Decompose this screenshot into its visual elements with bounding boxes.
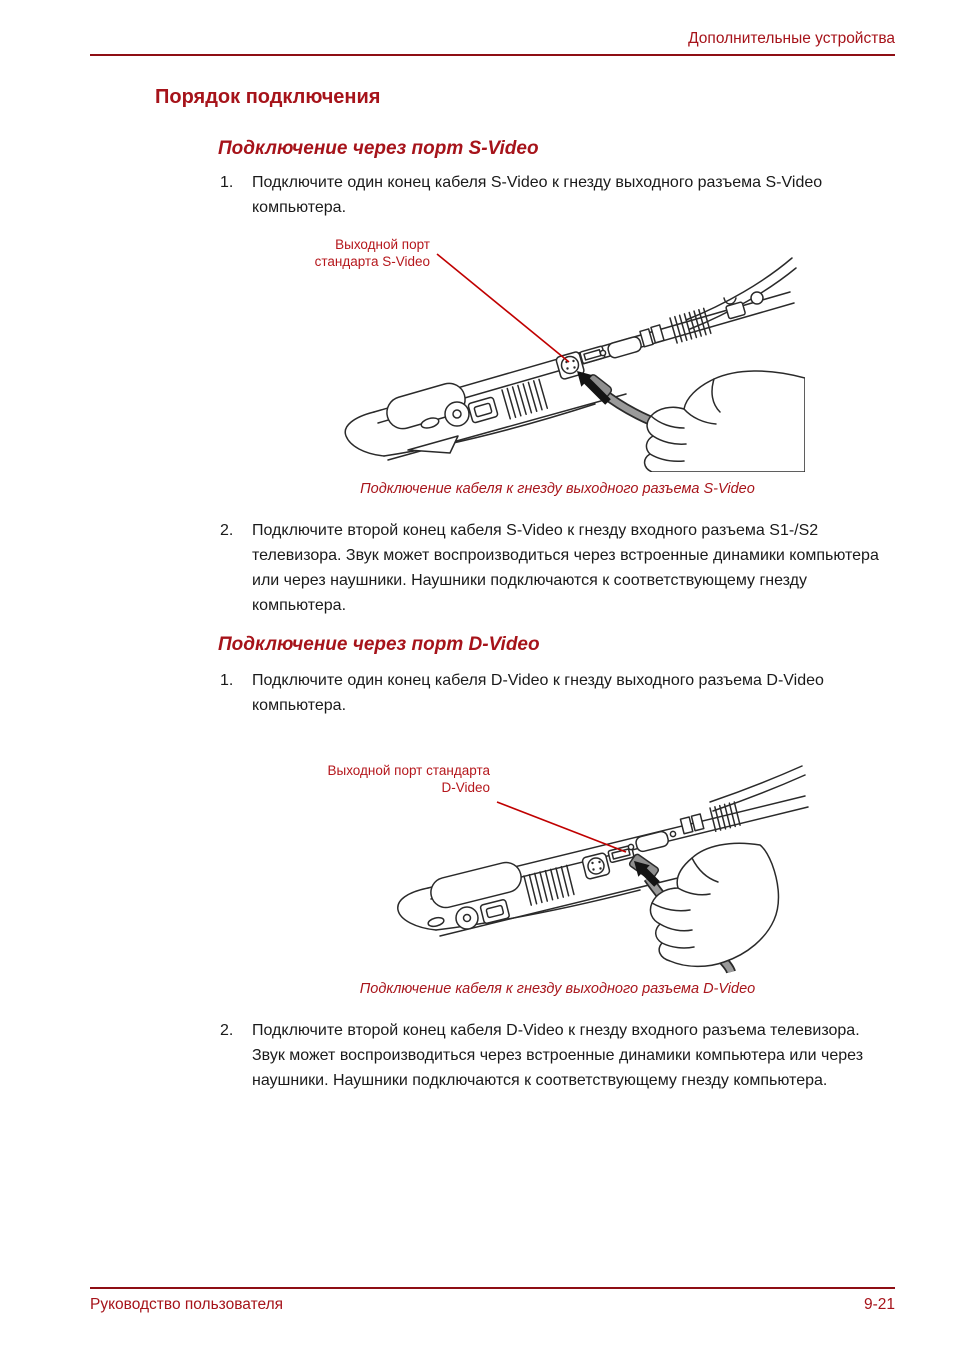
port-pointer-arrow xyxy=(634,861,660,887)
svideo-figure-drawing xyxy=(290,232,805,472)
step-number: 1. xyxy=(220,672,234,689)
step-number: 2. xyxy=(220,1022,234,1039)
step-number: 1. xyxy=(220,174,234,191)
section-title: Порядок подключения xyxy=(155,86,381,108)
header-rule xyxy=(90,54,895,56)
step-text: Подключите второй конец кабеля D-Video к… xyxy=(252,1022,864,1089)
rear-ports xyxy=(582,802,740,880)
hand xyxy=(645,371,805,472)
hand xyxy=(650,843,778,966)
dvideo-figure-caption: Подключение кабеля к гнезду выходного ра… xyxy=(359,981,756,997)
front-ports xyxy=(427,865,574,929)
front-ports xyxy=(420,379,547,429)
footer: Руководство пользователя 9-21 xyxy=(90,1296,895,1314)
port-pointer-arrow xyxy=(577,371,611,405)
laptop-lid xyxy=(710,766,805,811)
dvideo-connection-figure: Выходной порт стандарта D-Video xyxy=(290,760,810,975)
svideo-step-1: 1. Подключите один конец кабеля S-Video … xyxy=(220,170,880,220)
svideo-connection-figure: Выходной порт стандарта S-Video xyxy=(290,232,805,472)
dvideo-step-2: 2. Подключите второй конец кабеля D-Vide… xyxy=(220,1018,880,1093)
footer-rule xyxy=(90,1287,895,1289)
running-header: Дополнительные устройства xyxy=(688,30,895,47)
step-text: Подключите один конец кабеля S-Video к г… xyxy=(252,174,823,216)
dvideo-heading: Подключение через порт D-Video xyxy=(218,634,540,655)
step-text: Подключите один конец кабеля D-Video к г… xyxy=(252,672,824,714)
leader-line xyxy=(437,254,569,362)
dvideo-figure-drawing xyxy=(290,760,810,975)
step-number: 2. xyxy=(220,522,234,539)
step-text: Подключите второй конец кабеля S-Video к… xyxy=(252,522,879,614)
svideo-port-label: Выходной порт стандарта S-Video xyxy=(314,237,430,269)
footer-page-number: 9-21 xyxy=(863,1296,895,1313)
svideo-heading: Подключение через порт S-Video xyxy=(218,138,539,159)
svideo-figure-caption: Подключение кабеля к гнезду выходного ра… xyxy=(360,481,755,497)
dvideo-step-1: 1. Подключите один конец кабеля D-Video … xyxy=(220,668,880,718)
svideo-step-2: 2. Подключите второй конец кабеля S-Vide… xyxy=(220,518,880,618)
rear-ports xyxy=(555,292,763,380)
dvideo-port-label: Выходной порт стандарта D-Video xyxy=(327,763,491,795)
leader-line xyxy=(497,802,626,852)
footer-document-title: Руководство пользователя xyxy=(90,1296,284,1313)
